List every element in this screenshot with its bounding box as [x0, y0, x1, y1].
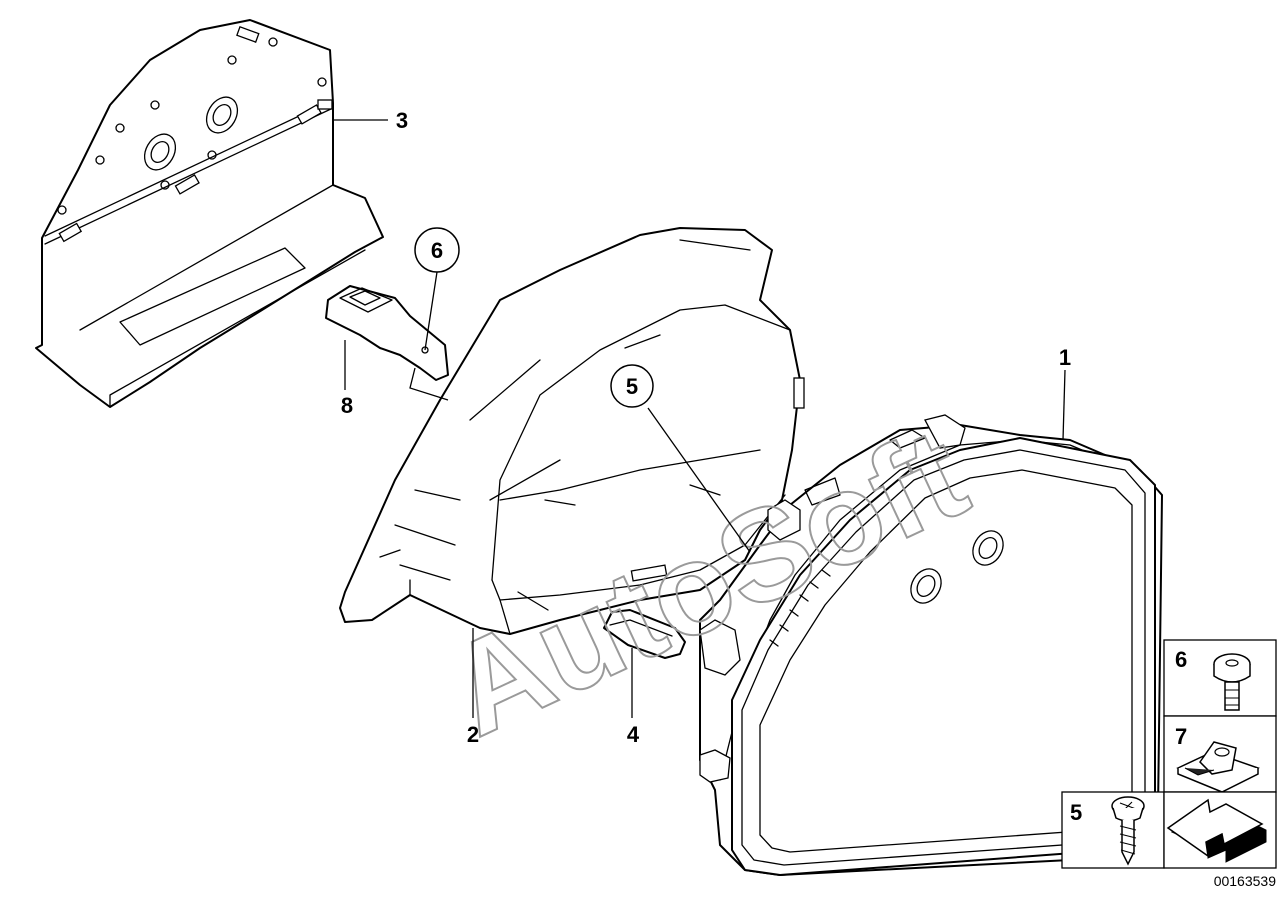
svg-text:7: 7	[1175, 724, 1187, 749]
callout-4: 4	[627, 722, 640, 747]
svg-text:2: 2	[467, 722, 479, 747]
callout-2: 2	[467, 722, 479, 747]
svg-text:4: 4	[627, 722, 640, 747]
svg-text:1: 1	[1059, 345, 1071, 370]
legend-item-7: 7	[1163, 715, 1277, 793]
svg-text:3: 3	[396, 108, 408, 133]
svg-text:5: 5	[626, 374, 638, 399]
legend-item-6: 6	[1163, 639, 1277, 717]
legend-item-arrow	[1163, 791, 1277, 869]
instrument-cluster-part-1	[699, 414, 1163, 876]
svg-text:6: 6	[431, 238, 443, 263]
tapping-screw-icon	[1111, 796, 1145, 866]
leader-lines	[332, 119, 1066, 718]
bracket-part-8	[325, 285, 449, 381]
direction-arrow-icon	[1166, 798, 1267, 863]
clip-nut-icon	[1176, 741, 1260, 793]
svg-text:8: 8	[341, 393, 353, 418]
bracket-panel-part-3	[35, 19, 384, 408]
callout-5-circled: 5	[610, 364, 654, 408]
callout-1: 1	[1059, 345, 1071, 370]
svg-text:5: 5	[1070, 800, 1082, 825]
svg-text:6: 6	[1175, 647, 1187, 672]
legend-item-5: 5	[1061, 791, 1165, 869]
diagram-id: 00163539	[1214, 873, 1277, 889]
callout-6-circled: 6	[414, 227, 460, 273]
housing-part-2	[339, 227, 805, 635]
torx-screw-icon	[1213, 653, 1251, 711]
callout-8: 8	[341, 393, 353, 418]
cover-part-4	[603, 609, 686, 659]
callout-3: 3	[396, 108, 408, 133]
